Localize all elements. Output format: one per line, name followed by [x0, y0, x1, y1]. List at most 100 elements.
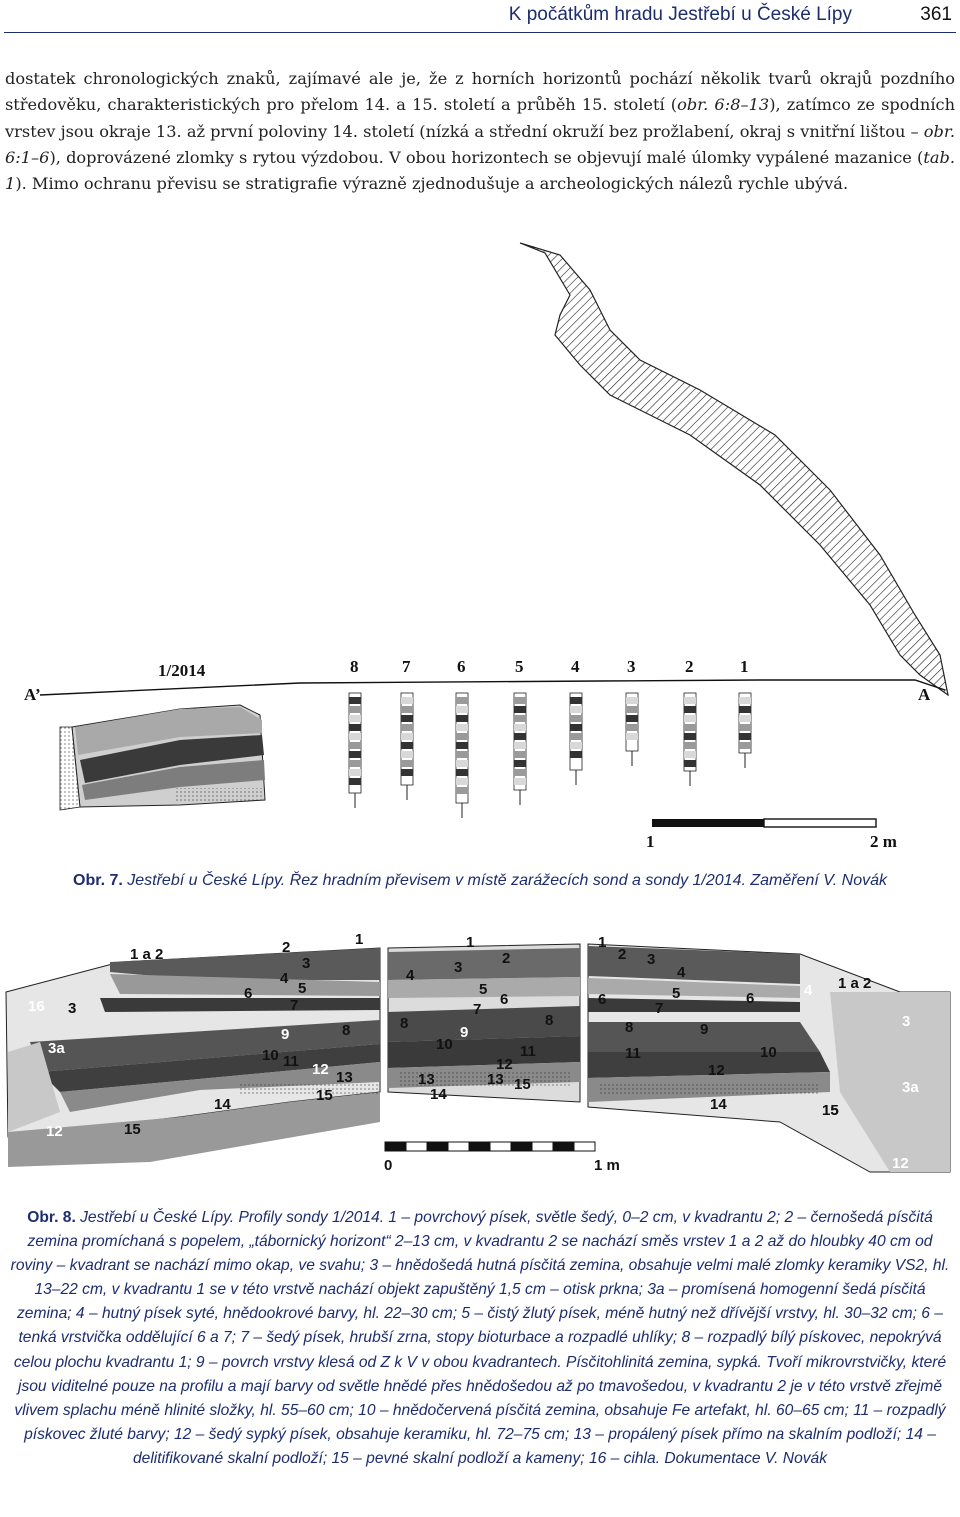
layer-label: 6 [244, 985, 252, 1002]
layer-label: 6 [746, 990, 754, 1007]
layer-label: 14 [710, 1096, 727, 1113]
sonda-label: 1/2014 [158, 661, 206, 680]
layer-label: 13 [336, 1069, 353, 1086]
rock-overhang [519, 242, 949, 697]
layer-label: 3a [48, 1040, 65, 1057]
probe-columns [348, 692, 752, 818]
probe-number-label: 1 [740, 657, 749, 676]
layer-label: 1 [355, 932, 363, 948]
probe-column [400, 692, 414, 800]
scale-label-2m: 2 m [870, 832, 897, 851]
layer-label: 15 [124, 1121, 141, 1138]
section-label-a: A [918, 685, 931, 704]
probe-number-label: 7 [402, 657, 411, 676]
layer-label: 4 [280, 970, 289, 987]
layer-label: 15 [316, 1087, 333, 1104]
section-label-a-prime: A’ [24, 685, 41, 704]
layer-label: 4 [804, 982, 813, 999]
layer-label: 12 [312, 1061, 329, 1078]
page-number: 361 [920, 4, 952, 25]
figure-7-section-drawing: A’ A 1/2014 8 7 6 5 4 3 2 1 1 2 m [24, 242, 949, 851]
layer-label: 15 [822, 1102, 839, 1119]
layer-label: 2 [282, 939, 290, 956]
layer-label: 5 [672, 985, 680, 1002]
layer-label: 13 [487, 1071, 504, 1088]
profile-center [387, 943, 581, 1103]
layer-label: 4 [406, 967, 415, 984]
profile-left [5, 947, 381, 1167]
figure-ref: obr. 6:8–13 [677, 95, 770, 115]
probe-column [513, 692, 527, 805]
layer-label: 8 [400, 1015, 408, 1032]
layer-label: 3 [302, 955, 310, 972]
body-text-3: ), doprovázené zlomky s rytou výzdobou. … [49, 147, 924, 167]
figure-ref: obr. 6:1–6 [5, 121, 955, 167]
ground-line [39, 679, 946, 696]
layer-label: 7 [290, 997, 298, 1014]
layer-label: 12 [708, 1062, 725, 1079]
layer-label: 14 [214, 1096, 231, 1113]
layer-label: 8 [545, 1012, 553, 1029]
layer-label: 2 [618, 946, 626, 963]
probe-number-label: 8 [350, 657, 359, 676]
body-text-4: ). Mimo ochranu převisu se stratigrafie … [15, 174, 849, 194]
layer-label: 11 [520, 1043, 536, 1060]
soil-layer-mid [82, 760, 265, 800]
probe-number-label: 2 [685, 657, 694, 676]
layer-label: 6 [500, 991, 508, 1008]
probe-column [348, 692, 362, 808]
layer-label: 8 [625, 1019, 633, 1036]
layer-label: 10 [262, 1047, 279, 1064]
probe-column [683, 692, 697, 786]
caption-text: Jestřebí u České Lípy. Řez hradním převi… [122, 872, 887, 889]
layer-label: 5 [479, 981, 487, 998]
figure-8-caption: Obr. 8. Jestřebí u České Lípy. Profily s… [6, 1206, 954, 1471]
probe-column [625, 692, 639, 766]
probe-number-label: 5 [515, 657, 524, 676]
probe-column [738, 692, 752, 768]
body-text-1: dostatek chronologických znaků, zajímavé… [5, 69, 955, 115]
soil-layer-light [75, 707, 262, 755]
layer-label: 7 [655, 1000, 663, 1017]
layer-label: 10 [436, 1036, 453, 1053]
caption-text: Jestřebí u České Lípy. Profily sondy 1/2… [10, 1209, 950, 1467]
layer-label: 15 [514, 1076, 531, 1093]
probe-number-label: 4 [571, 657, 580, 676]
caption-number: Obr. 7. [73, 872, 123, 889]
layer-label: 1 a 2 [838, 975, 871, 992]
profile-right [587, 943, 951, 1173]
layer-label: 4 [677, 964, 686, 981]
probe-number-labels: 8 7 6 5 4 3 2 1 [350, 657, 749, 676]
probe-column [569, 692, 583, 785]
table-ref: tab. 1 [5, 147, 955, 194]
soil-rock-left [59, 726, 81, 811]
layer-label: 13 [418, 1071, 435, 1088]
caption-number: Obr. 8. [27, 1209, 76, 1226]
layer-label: 12 [892, 1155, 909, 1172]
layer-label: 10 [760, 1044, 777, 1061]
scale-label-1: 1 [646, 832, 655, 851]
scale-bar: 1 2 m [646, 818, 897, 851]
layer-label: 8 [342, 1022, 350, 1039]
layer-label: 3 [68, 1000, 76, 1017]
scale-label-0: 0 [384, 1157, 392, 1174]
layer-label: 11 [283, 1053, 299, 1070]
layer-label: 3 [902, 1013, 910, 1030]
layer-label: 1 [598, 934, 606, 951]
layer-label: 5 [298, 980, 306, 997]
layer-label: 6 [598, 991, 606, 1008]
figure-7-caption: Obr. 7. Jestřebí u České Lípy. Řez hradn… [0, 872, 960, 890]
header-rule [4, 32, 956, 33]
soil-layer-dark [80, 735, 264, 783]
layer-label: 3 [647, 951, 655, 968]
body-text-2: ), zatímco ze spodních vrstev jsou okraj… [5, 95, 955, 141]
probe-number-label: 3 [627, 657, 636, 676]
layer-label: 12 [496, 1056, 513, 1073]
scale-label-1m: 1 m [594, 1157, 620, 1174]
layer-label: 14 [430, 1086, 447, 1103]
probe-number-label: 6 [457, 657, 466, 676]
layer-label: 1 [466, 934, 474, 951]
body-paragraph: dostatek chronologických znaků, zajímavé… [5, 66, 955, 197]
